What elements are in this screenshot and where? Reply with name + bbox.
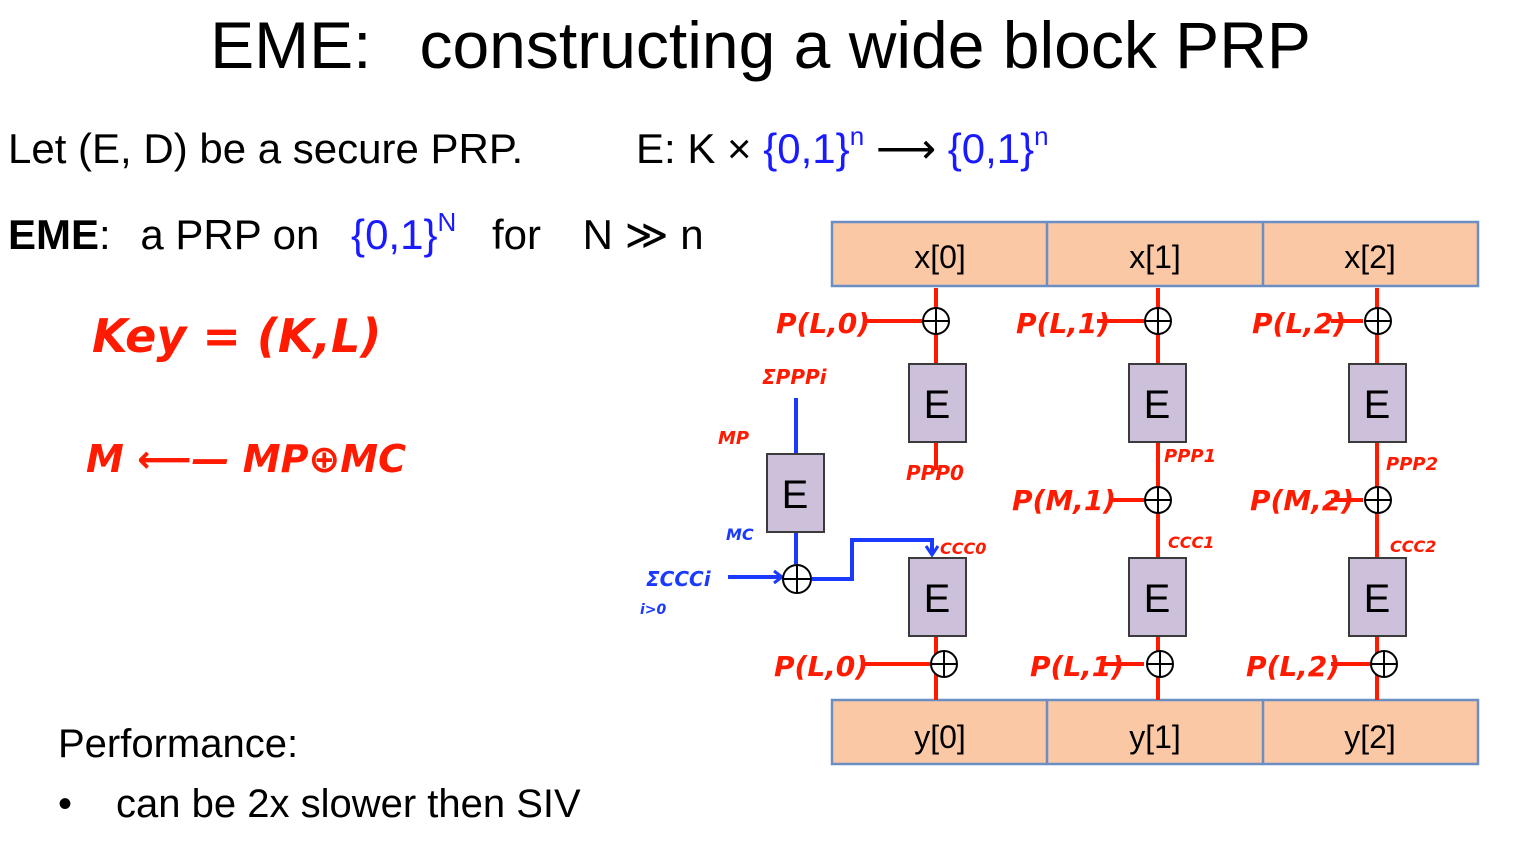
prp-definition-line: Let (E, D) be a secure PRP. — [8, 124, 523, 174]
prp-signature-label: E: K × — [636, 125, 752, 172]
range-set: {0,1} — [947, 125, 1035, 172]
mask-mid-1: P(M,1) — [1012, 484, 1116, 517]
sum-ccc-subscript: i>0 — [640, 602, 667, 618]
output-row: y[0] y[1] y[2] — [830, 698, 1480, 766]
input-cell-0: x[0] — [914, 239, 966, 275]
performance-bullet: • — [58, 782, 73, 826]
title-right: constructing a wide block PRP — [419, 8, 1311, 82]
xor-bottom-0-icon — [930, 650, 958, 678]
e-label-top-1: E — [1144, 383, 1171, 427]
output-cell-2: y[2] — [1344, 719, 1396, 755]
mask-mid-2: P(M,2) — [1250, 484, 1354, 517]
title-left: EME: — [210, 8, 372, 82]
eme-relation: N ≫ n — [582, 211, 704, 258]
performance-heading: Performance: — [58, 722, 299, 766]
e-block-middle — [766, 453, 825, 533]
eme-text: a PRP on — [140, 211, 320, 258]
e-block-top-1 — [1128, 363, 1187, 443]
e-label-top-2: E — [1364, 383, 1391, 427]
key-annotation: Key = (K,L) — [92, 309, 381, 363]
ppp-label-1: PPP1 — [1164, 446, 1216, 467]
mask-top-0: P(L,0) — [776, 307, 870, 340]
mask-top-1: P(L,1) — [1016, 307, 1110, 340]
input-cell-1: x[1] — [1129, 239, 1181, 275]
input-cell-2: x[2] — [1344, 239, 1396, 275]
prp-statement: Let (E, D) be a secure PRP. — [8, 125, 524, 172]
e-label-bottom-1: E — [1144, 577, 1171, 621]
xor-bottom-2-icon — [1370, 650, 1398, 678]
input-row: x[0] x[1] x[2] — [830, 220, 1480, 288]
eme-set: {0,1} — [351, 211, 438, 258]
ccc-label-0: CCC0 — [940, 539, 986, 558]
ppp-label-0: PPP0 — [906, 461, 964, 485]
m-definition-annotation: M ⟵— MP⊕MC — [86, 437, 406, 481]
slide-title: EME: constructing a wide block PRP — [0, 8, 1521, 82]
mask-bottom-2: P(L,2) — [1246, 650, 1340, 683]
maps-to-arrow: ⟶ — [875, 125, 937, 172]
e-blocks: E E E E E E E — [766, 363, 1407, 637]
e-block-top-0 — [908, 363, 967, 443]
xor-bottom-1-icon — [1146, 650, 1174, 678]
mask-labels: P(L,0) P(L,1) P(L,2) P(M,1) P(M,2) P(L,0… — [718, 307, 1438, 683]
prp-signature: E: K × {0,1}n ⟶ {0,1}n — [636, 121, 1049, 174]
mp-label: MP — [718, 428, 749, 449]
eme-exponent: N — [437, 207, 457, 237]
eme-colon: : — [99, 211, 111, 258]
xor-nodes — [782, 307, 1398, 678]
e-block-bottom-1 — [1128, 557, 1187, 637]
e-block-bottom-2 — [1348, 557, 1407, 637]
e-block-top-2 — [1348, 363, 1407, 443]
blue-labels: MC ΣCCCi i>0 — [640, 525, 754, 618]
domain-exponent: n — [849, 121, 865, 151]
range-exponent: n — [1034, 121, 1049, 151]
mask-bottom-1: P(L,1) — [1030, 650, 1124, 683]
output-cell-1: y[1] — [1129, 719, 1181, 755]
eme-for: for — [491, 211, 541, 258]
blue-wires — [728, 398, 940, 585]
mask-top-2: P(L,2) — [1252, 307, 1346, 340]
input-row-box — [830, 220, 1480, 288]
domain-set: {0,1} — [763, 125, 850, 172]
mask-bottom-0: P(L,0) — [774, 650, 868, 683]
eme-label: EME — [8, 211, 100, 258]
xor-mid-2-icon — [1364, 486, 1392, 514]
ccc-label-1: CCC1 — [1168, 533, 1214, 552]
xor-top-2-icon — [1364, 307, 1392, 335]
xor-middle-left-icon — [782, 564, 812, 594]
eme-definition-line: EME: a PRP on {0,1}N for N ≫ n — [8, 207, 704, 260]
e-block-bottom-0 — [908, 557, 967, 637]
performance-item: can be 2x slower then SIV — [116, 782, 581, 826]
xor-top-0-icon — [922, 307, 950, 335]
ppp-label-2: PPP2 — [1386, 454, 1438, 475]
e-label-top-0: E — [924, 383, 951, 427]
output-cell-0: y[0] — [914, 719, 966, 755]
e-label-middle: E — [782, 473, 809, 517]
e-label-bottom-2: E — [1364, 577, 1391, 621]
ccc-label-2: CCC2 — [1390, 537, 1436, 556]
mc-label: MC — [726, 525, 754, 544]
xor-mid-1-icon — [1144, 486, 1172, 514]
xor-top-1-icon — [1144, 307, 1172, 335]
output-row-box — [830, 698, 1480, 766]
sum-ccc-label: ΣCCCi — [646, 567, 712, 591]
sum-ppp-label: ΣPPPi — [762, 365, 828, 389]
e-label-bottom-0: E — [924, 577, 951, 621]
